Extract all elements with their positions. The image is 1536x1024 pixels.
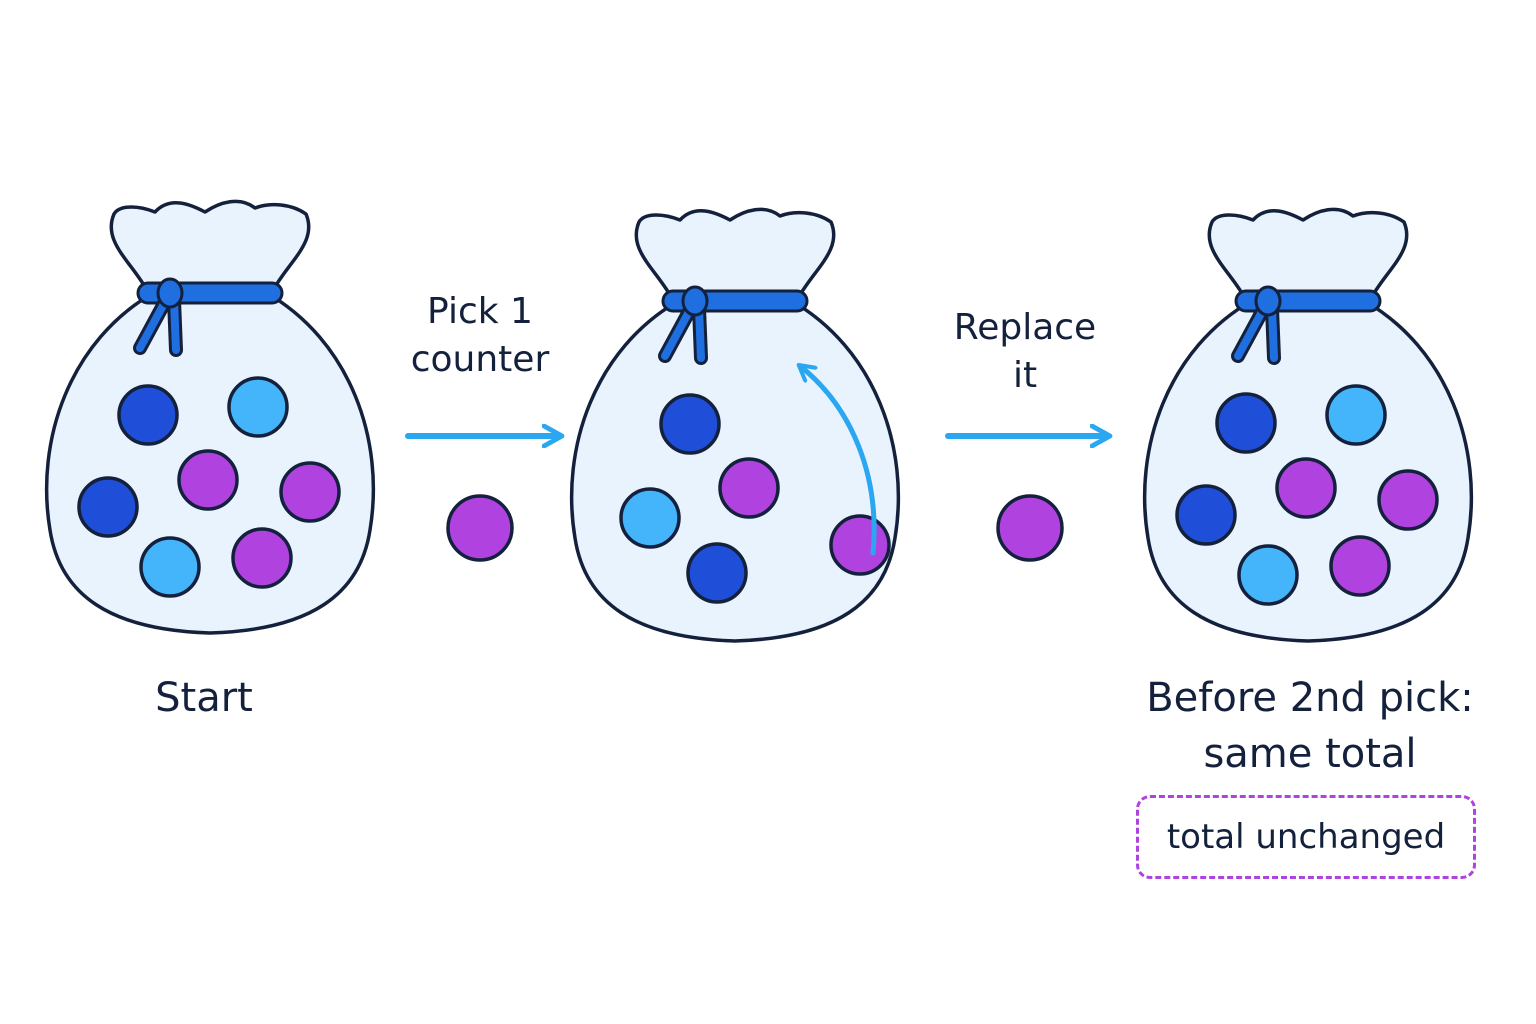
counter-light-blue: [1237, 544, 1299, 606]
bag-neck: [1207, 207, 1409, 302]
counter-light-blue: [139, 536, 201, 598]
bag-tie-tail-right-fill: [170, 296, 180, 354]
counter-dark-blue: [117, 384, 179, 446]
bag-tie-knot: [1254, 285, 1282, 317]
bag-stage-1: [44, 199, 376, 635]
counter-purple: [1377, 469, 1439, 531]
total-unchanged-badge: total unchanged: [1136, 795, 1476, 879]
counter-dark-blue: [659, 393, 721, 455]
caption-before-second-pick-line-2: same total: [1203, 731, 1417, 777]
bag-tie-tail-right-fill: [695, 304, 705, 362]
counter-purple: [279, 461, 341, 523]
caption-before-second-pick-line-1: Before 2nd pick:: [1146, 675, 1474, 721]
bag-tie-tail-left-fill: [1234, 304, 1268, 360]
caption-before-second-pick: Before 2nd pick: same total: [1130, 670, 1490, 782]
replace-curve-arrow: [800, 366, 877, 556]
picked-counter-1: [446, 494, 514, 562]
bag-tie-tail-left-fill: [661, 304, 695, 360]
counter-dark-blue: [1215, 392, 1277, 454]
caption-start-line-1: Start: [155, 675, 253, 721]
total-unchanged-badge-text: total unchanged: [1166, 817, 1446, 857]
caption-start: Start: [104, 670, 304, 726]
picked-counter-2: [996, 494, 1064, 562]
bag-neck: [634, 207, 836, 302]
counter-dark-blue: [686, 542, 748, 604]
bag-tie-knot: [681, 285, 709, 317]
counter-purple: [1329, 535, 1391, 597]
counter-purple: [829, 514, 891, 576]
counter-purple: [231, 527, 293, 589]
counter-purple: [718, 457, 780, 519]
counter-light-blue: [1325, 384, 1387, 446]
step-label-replace-line-2: it: [1012, 355, 1038, 396]
step-label-replace-line-1: Replace: [953, 307, 1097, 348]
counter-dark-blue: [1175, 484, 1237, 546]
counter-dark-blue: [77, 476, 139, 538]
counter-light-blue: [227, 376, 289, 438]
bag-stage-3: [1142, 207, 1474, 643]
bag-tie-knot: [156, 277, 184, 309]
bag-tie-tail-right-fill: [1268, 304, 1278, 362]
bag-neck: [109, 199, 311, 294]
counter-light-blue: [619, 487, 681, 549]
step-label-pick-line-2: counter: [410, 339, 550, 380]
step-label-replace: Replace it: [920, 304, 1130, 400]
counter-purple: [1275, 457, 1337, 519]
bag-tie-tail-left-fill: [136, 296, 170, 352]
step-label-pick: Pick 1 counter: [380, 288, 580, 384]
counter-purple: [177, 449, 239, 511]
step-label-pick-line-1: Pick 1: [427, 291, 533, 332]
bag-stage-2: [569, 207, 901, 643]
